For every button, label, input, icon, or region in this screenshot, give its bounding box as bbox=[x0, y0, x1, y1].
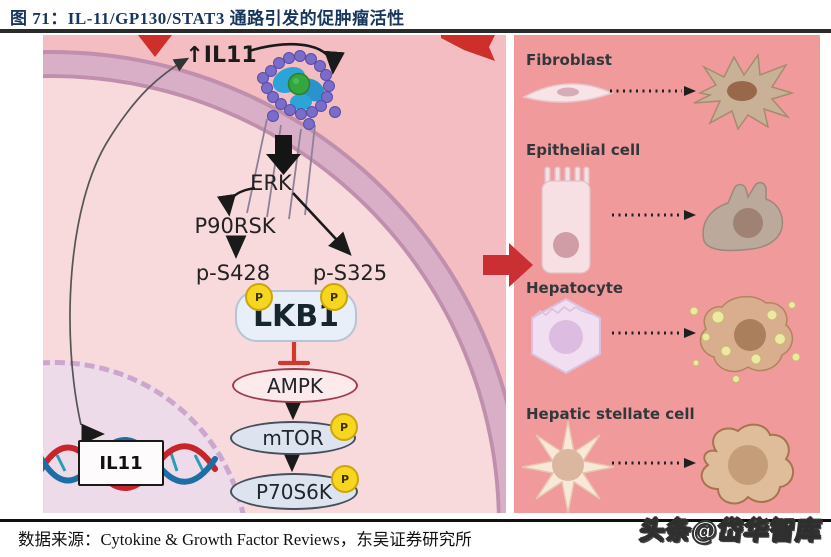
row-label-stellate: Hepatic stellate cell bbox=[526, 405, 695, 423]
pathway-panel: ↑IL11 ERK P90RSK p-S428 p-S325 LKB1 P P … bbox=[43, 35, 506, 513]
footer-divider bbox=[0, 519, 831, 522]
il11-to-receptor-arrow bbox=[248, 42, 345, 75]
stellate-activated-icon bbox=[700, 423, 795, 505]
node-mtor: mTOR bbox=[230, 421, 356, 455]
il11-gene-box: IL11 bbox=[78, 440, 164, 486]
red-triangle-accent bbox=[138, 35, 172, 57]
dashed-arrow-hepatocyte bbox=[612, 328, 696, 338]
phospho-badge-lkb1-right: P bbox=[320, 283, 348, 311]
dashed-arrow-epithelial bbox=[612, 210, 696, 220]
node-p90rsk: P90RSK bbox=[194, 214, 276, 238]
hepatocyte-damaged-icon bbox=[689, 295, 801, 383]
il11-feedback-line bbox=[69, 57, 190, 426]
node-ps428: p-S428 bbox=[195, 261, 271, 285]
row-label-fibroblast: Fibroblast bbox=[526, 51, 612, 69]
cell-types-graphics bbox=[521, 52, 801, 513]
epithelial-cell-icon bbox=[541, 166, 591, 274]
fibroblast-quiescent-icon bbox=[522, 83, 614, 103]
fibroblast-activated-icon bbox=[693, 52, 795, 131]
title-divider bbox=[0, 29, 831, 33]
node-erk: ERK bbox=[250, 171, 292, 195]
stellate-cell-icon bbox=[521, 420, 615, 513]
receptor-stalks bbox=[246, 118, 316, 220]
node-ps325: p-S325 bbox=[312, 261, 388, 285]
watermark: 头条@岱华智库 bbox=[638, 515, 824, 545]
lkb1-inhibits-ampk bbox=[277, 338, 311, 366]
data-source: 数据来源：Cytokine & Growth Factor Reviews，东吴… bbox=[18, 530, 472, 549]
phospho-badge-lkb1-left: P bbox=[245, 283, 273, 311]
il11-ligand-label: ↑IL11 bbox=[185, 43, 257, 68]
cell-types-panel: Fibroblast Epithelial cell Hepatocyte He… bbox=[514, 35, 820, 513]
figure-title: 图 71：IL-11/GP130/STAT3 通路引发的促肿瘤活性 bbox=[10, 9, 405, 28]
node-ampk: AMPK bbox=[232, 368, 358, 403]
red-flag-accent bbox=[441, 35, 495, 61]
gp130-receptor-complex bbox=[257, 50, 341, 130]
dashed-arrow-stellate bbox=[612, 458, 696, 468]
erk-to-p90rsk-arrow bbox=[216, 186, 256, 217]
signal-block-arrow bbox=[266, 135, 301, 175]
erk-to-ps325-arrow bbox=[292, 192, 352, 256]
hepatocyte-icon bbox=[531, 297, 601, 375]
row-label-epithelial: Epithelial cell bbox=[526, 141, 641, 159]
dashed-arrow-fibroblast bbox=[610, 86, 696, 96]
panel-transition-arrow bbox=[483, 243, 533, 287]
row-label-hepatocyte: Hepatocyte bbox=[526, 279, 624, 297]
phospho-badge-mtor: P bbox=[330, 413, 358, 441]
phospho-badge-p70s6k: P bbox=[331, 465, 359, 493]
epithelial-transformed-icon bbox=[702, 181, 784, 252]
il11-ligand-ball bbox=[287, 72, 311, 96]
pathway-graphics bbox=[43, 35, 495, 491]
